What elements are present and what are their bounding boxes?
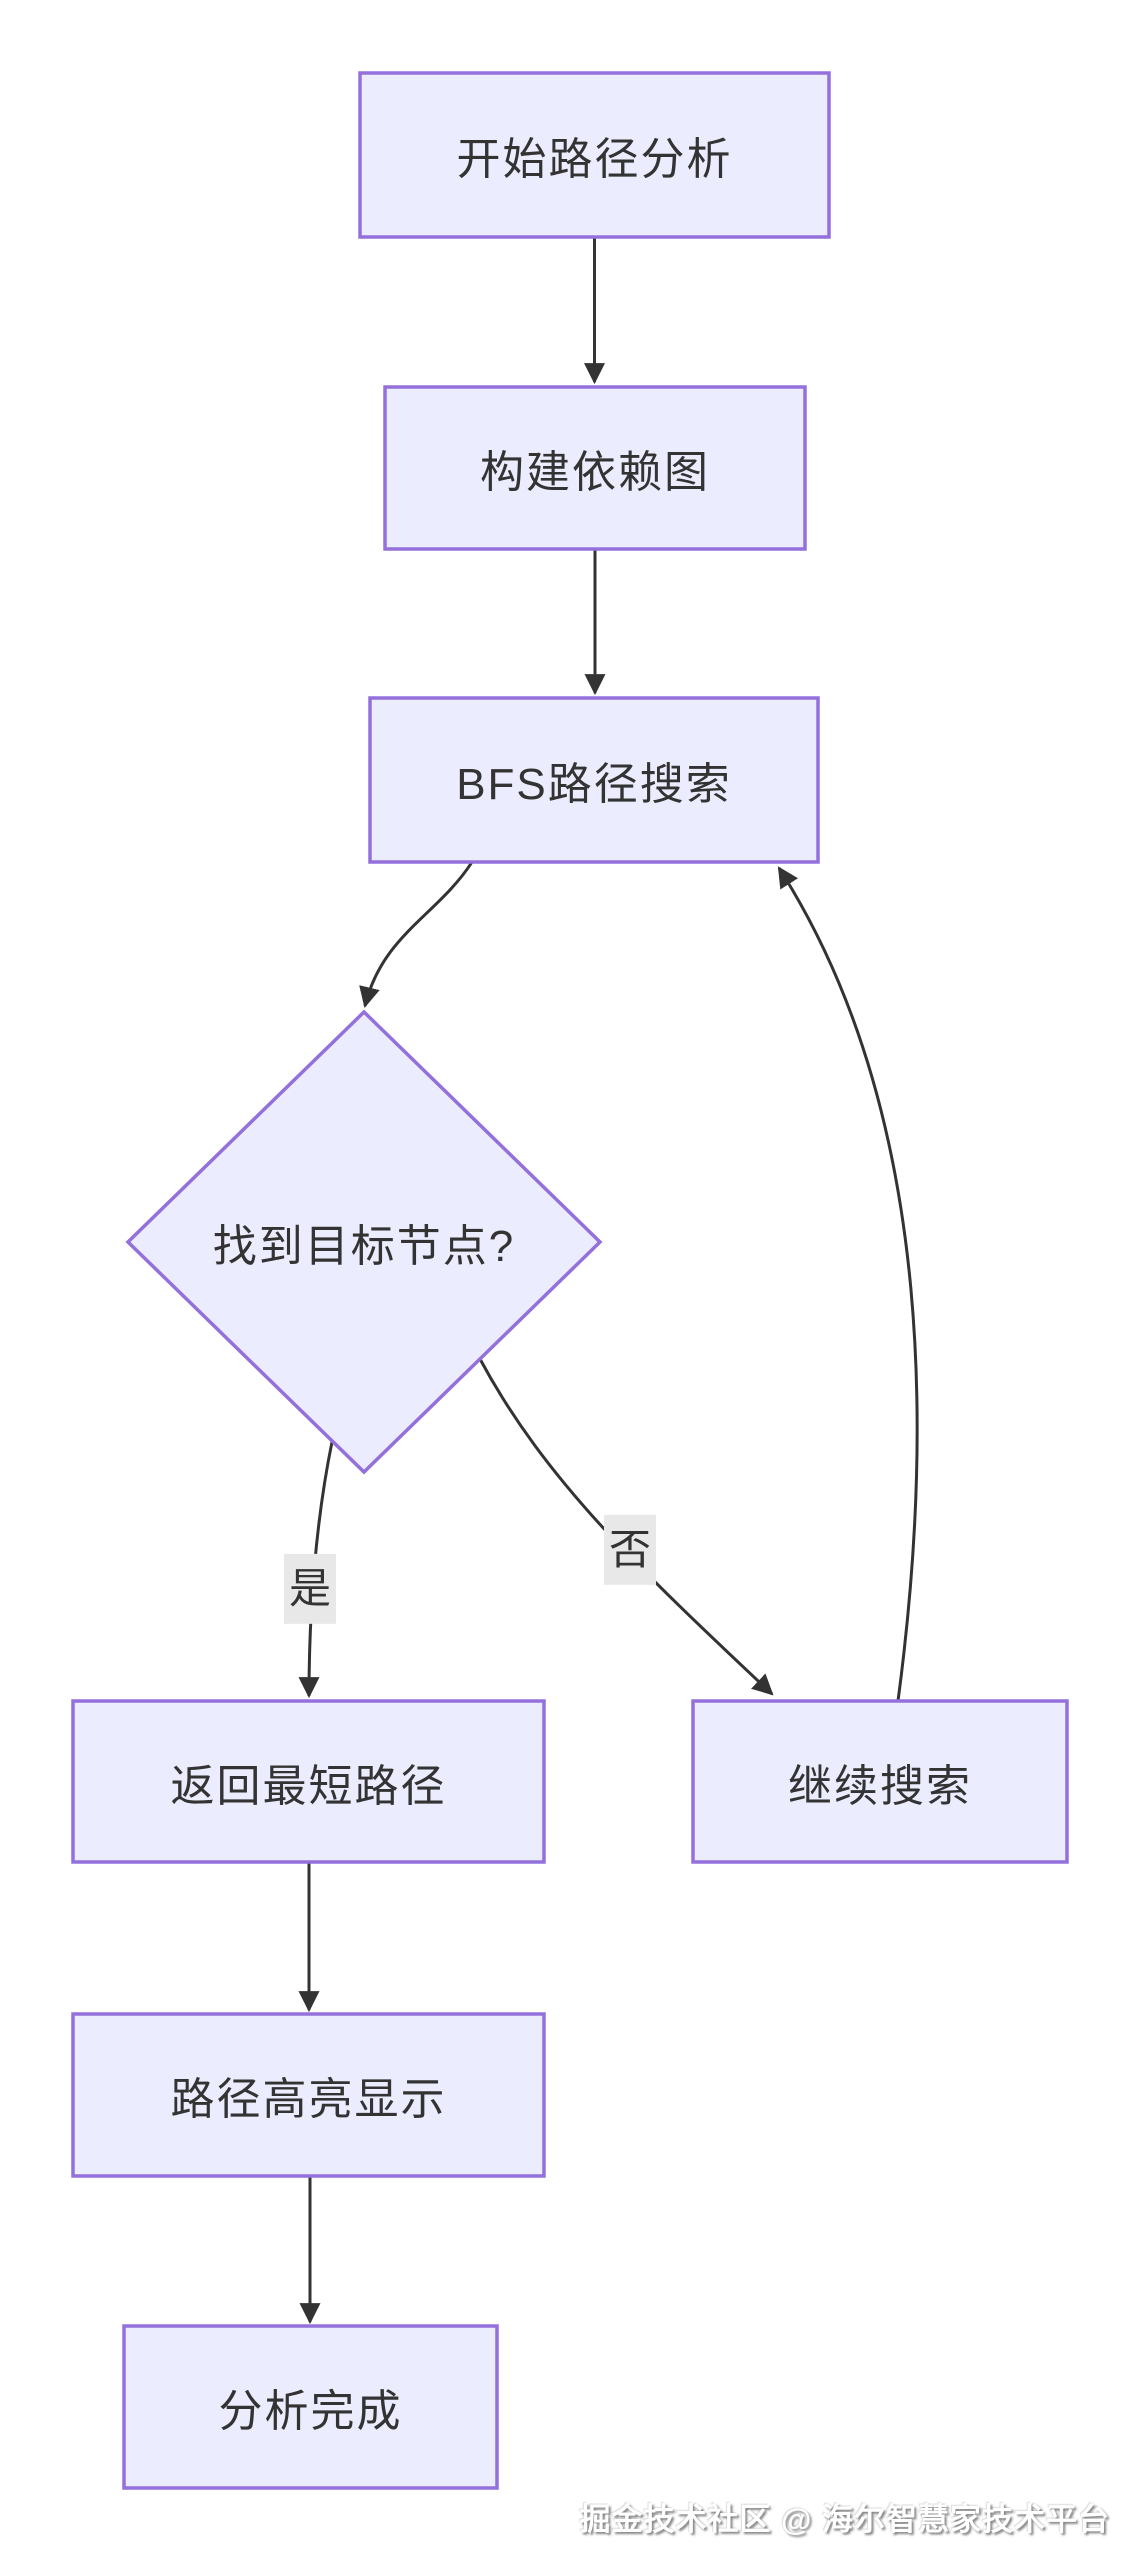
node-bfs-search-shape [368, 696, 820, 864]
node-decision-label: 找到目标节点? [212, 1222, 516, 1271]
edge-continue-loopback [777, 866, 919, 1702]
node-bfs-search-label: BFS路径搜索 [456, 760, 732, 809]
node-decision-diamond-shape [125, 1009, 603, 1475]
edge-layer [298, 237, 919, 2325]
node-highlight-label: 路径高亮显示 [170, 2075, 447, 2124]
edge-label-yes: 是 [283, 1553, 337, 1625]
node-return-path-label: 返回最短路径 [170, 1761, 447, 1811]
edge-decision-no [478, 1358, 774, 1696]
node-continue-search-shape [691, 1699, 1069, 1864]
node-layer [71, 71, 1069, 2490]
node-return-path-shape [71, 1699, 546, 1864]
node-start-shape [358, 71, 831, 239]
edge-bfs-to-decision [359, 861, 474, 1009]
edge-label-no: 否 [603, 1514, 657, 1586]
node-highlight-shape [71, 2012, 546, 2178]
node-start-label: 开始路径分析 [456, 135, 733, 184]
node-done-shape [122, 2324, 499, 2490]
node-continue-search-label: 继续搜索 [788, 1761, 972, 1811]
node-build-graph-label: 构建依赖图 [480, 448, 710, 497]
node-done-label: 分析完成 [218, 2387, 403, 2436]
node-build-graph-shape [383, 385, 807, 551]
watermark-text: 掘金技术社区 @ 海尔智慧家技术平台 [579, 2502, 1110, 2537]
